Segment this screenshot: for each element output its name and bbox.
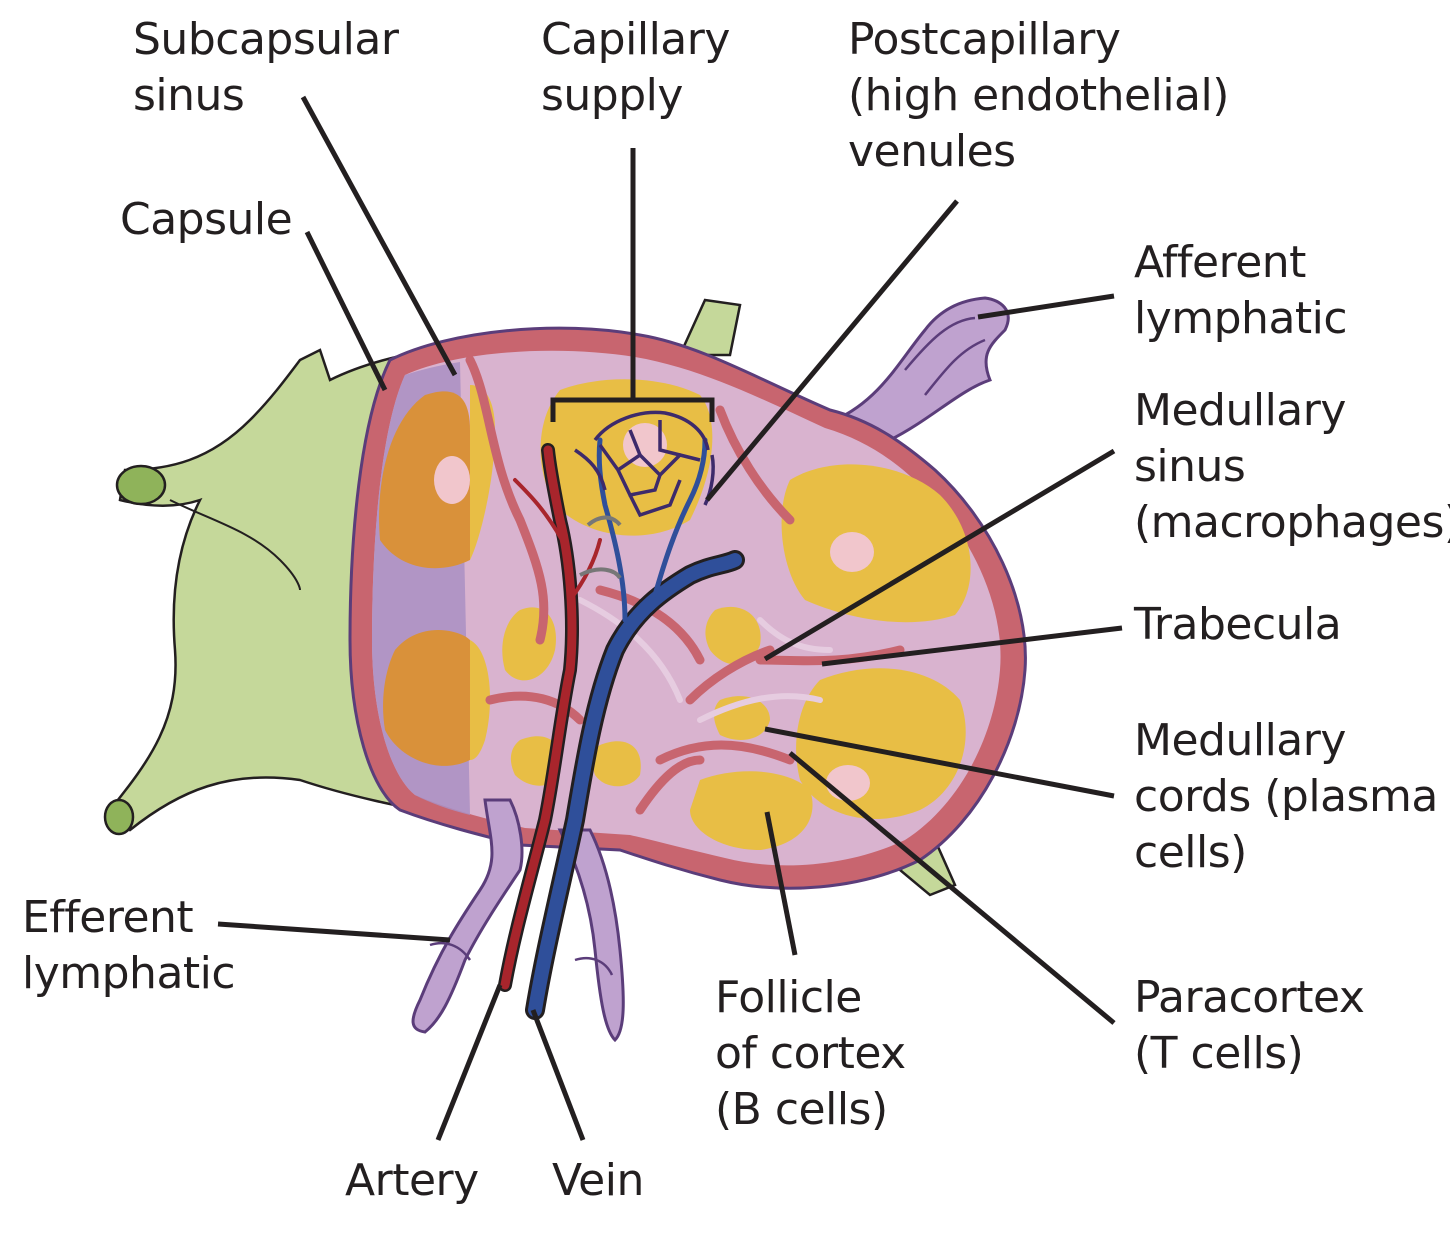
label-line: cords (plasma: [1134, 771, 1438, 822]
leader-medullary-cords: [764, 726, 1115, 799]
label-line: Afferent: [1134, 237, 1306, 288]
label-afferent-lymphatic: Afferent lymphatic: [1134, 235, 1348, 347]
label-line: sinus: [133, 70, 245, 121]
trabeculae: [465, 355, 905, 815]
label-line: lymphatic: [22, 948, 236, 999]
label-line: sinus: [1134, 441, 1246, 492]
label-capsule: Capsule: [120, 192, 293, 248]
label-line: lymphatic: [1134, 293, 1348, 344]
leader-medullary-sinus: [763, 448, 1116, 662]
efferent-lymphatic-vessels: [411, 798, 625, 1043]
leader-postcapillary-venules: [705, 199, 959, 502]
label-subcapsular-sinus: Subcapsular sinus: [133, 12, 399, 124]
label-line: Capsule: [120, 194, 293, 245]
label-line: Paracortex: [1134, 972, 1365, 1023]
label-line: Efferent: [22, 892, 194, 943]
label-line: Trabecula: [1134, 599, 1342, 650]
label-line: Follicle: [715, 972, 862, 1023]
leader-lines: [217, 95, 1123, 1141]
label-line: (high endothelial): [848, 70, 1229, 121]
label-line: (B cells): [715, 1084, 888, 1135]
capillary-network: [574, 410, 715, 518]
leader-subcapsular-sinus: [300, 95, 458, 377]
label-line: Medullary: [1134, 715, 1346, 766]
afferent-lymphatic-vessel: [830, 296, 1010, 442]
label-line: Capillary: [541, 14, 730, 65]
germinal-centers: [434, 423, 874, 801]
label-line: supply: [541, 70, 683, 121]
leader-artery: [435, 984, 503, 1141]
label-medullary-cords: Medullary cords (plasma cells): [1134, 713, 1438, 881]
venule-loops: [579, 515, 622, 580]
label-line: Postcapillary: [848, 14, 1121, 65]
leader-capsule: [304, 230, 388, 392]
leader-afferent-lymphatic: [977, 293, 1115, 320]
leader-paracortex: [788, 751, 1116, 1025]
label-line: Medullary: [1134, 385, 1346, 436]
leader-efferent-lymphatic: [217, 921, 451, 943]
label-efferent-lymphatic: Efferent lymphatic: [22, 890, 236, 1002]
leader-trabecula: [821, 625, 1123, 667]
label-follicle-of-cortex: Follicle of cortex (B cells): [715, 970, 906, 1138]
label-medullary-sinus: Medullary sinus (macrophages): [1134, 383, 1450, 551]
label-line: Subcapsular: [133, 14, 399, 65]
leader-follicle: [764, 811, 798, 956]
leader-vein: [530, 1009, 586, 1141]
label-line: of cortex: [715, 1028, 906, 1079]
label-vein: Vein: [552, 1153, 644, 1209]
label-trabecula: Trabecula: [1134, 597, 1342, 653]
label-paracortex: Paracortex (T cells): [1134, 970, 1365, 1082]
label-postcapillary-venules: Postcapillary (high endothelial) venules: [848, 12, 1229, 180]
label-artery: Artery: [345, 1153, 479, 1209]
label-line: venules: [848, 126, 1016, 177]
label-line: cells): [1134, 827, 1247, 878]
label-line: (T cells): [1134, 1028, 1304, 1079]
label-line: Vein: [552, 1155, 644, 1206]
label-line: Artery: [345, 1155, 479, 1206]
vein-vessel: [525, 437, 745, 1020]
label-line: (macrophages): [1134, 497, 1450, 548]
label-capillary-supply: Capillary supply: [541, 12, 730, 124]
